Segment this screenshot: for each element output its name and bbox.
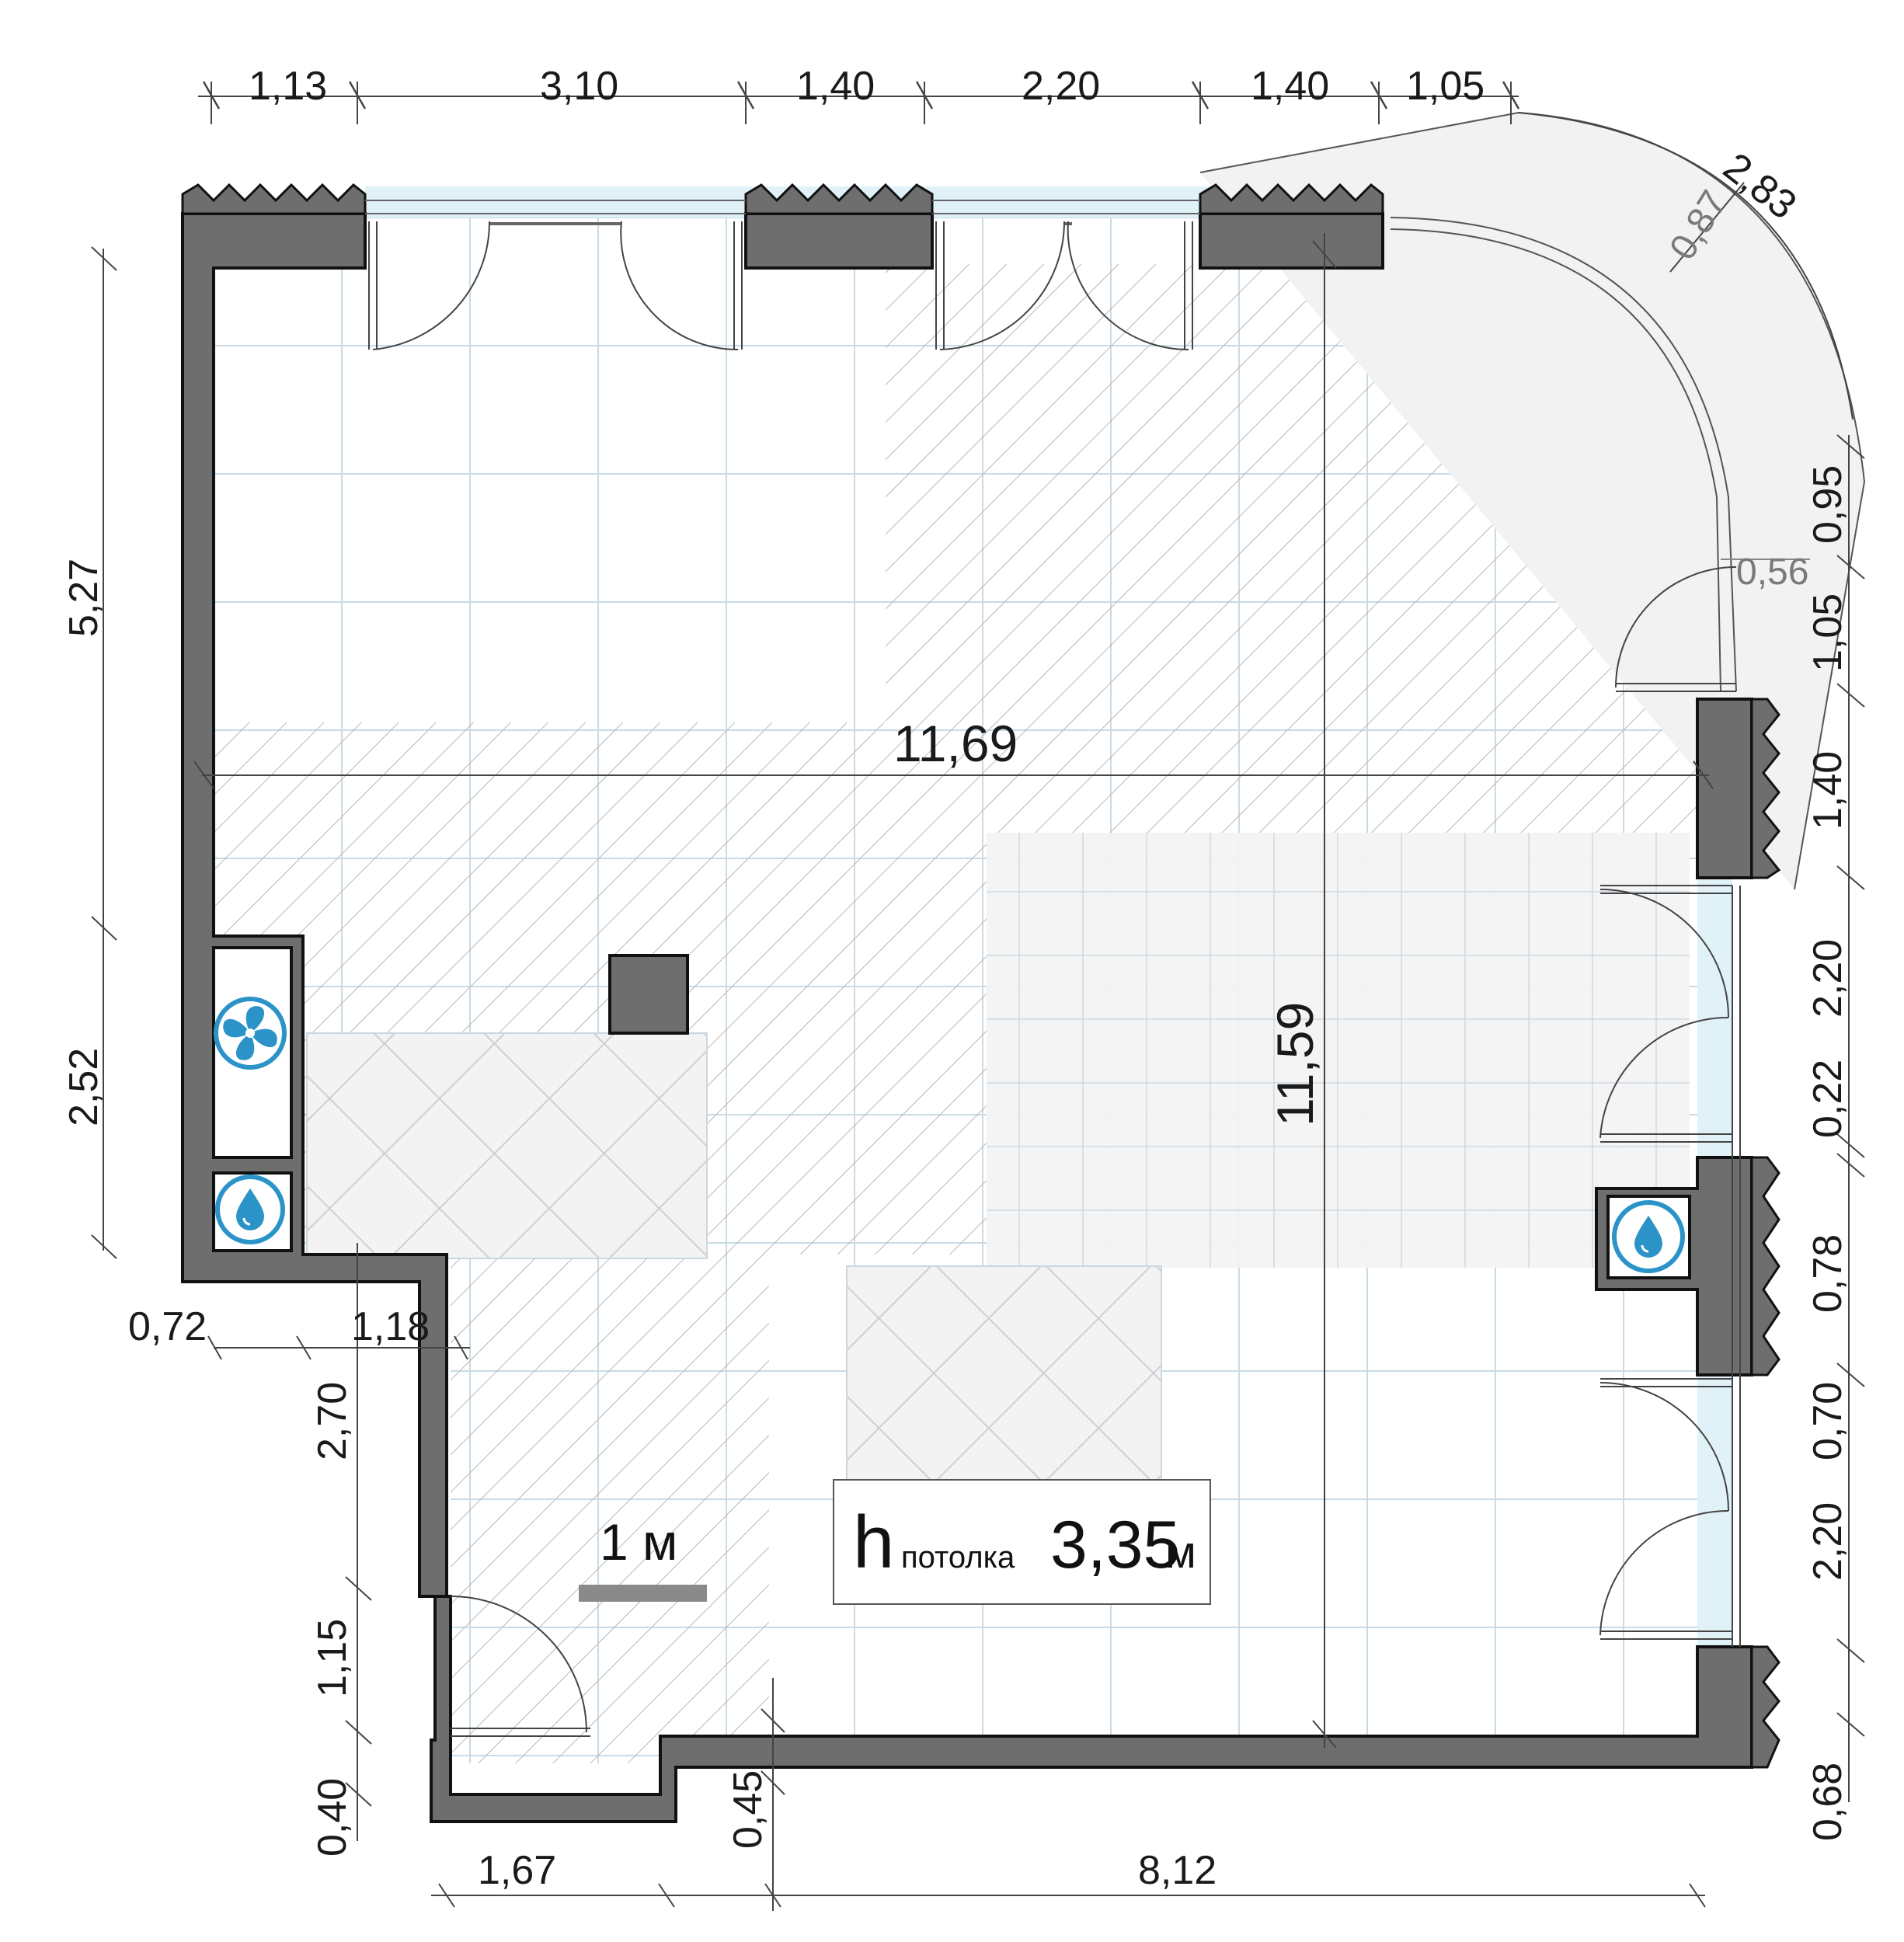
- hatch-zone-upper: [214, 264, 1701, 1763]
- water-drop-icon: [1612, 1200, 1685, 1273]
- dim-right-3: 1,05: [1805, 593, 1850, 672]
- floor-area: [214, 186, 1732, 1763]
- left-dimension-chain: [91, 246, 470, 1841]
- doors: [368, 221, 1741, 1737]
- dim-right-6: 0,22: [1805, 1060, 1850, 1138]
- dim-left-2: 2,52: [61, 1048, 106, 1126]
- dim-right-1: 0,95: [1805, 465, 1850, 544]
- water-drop-icon: [215, 1175, 285, 1244]
- dim-bottom-2: 8,12: [1138, 1848, 1217, 1893]
- dim-left-1: 5,27: [61, 559, 106, 637]
- dim-inner-v-2: 1,15: [310, 1619, 355, 1697]
- scale-bar: 1 м: [579, 1513, 707, 1602]
- dim-top-6: 1,05: [1406, 64, 1485, 109]
- dim-overall-width: 11,69: [893, 715, 1018, 772]
- dim-right-5: 2,20: [1805, 939, 1850, 1018]
- dim-top-1: 1,13: [249, 64, 327, 109]
- windows-top: [365, 200, 1200, 225]
- dim-right-4: 1,40: [1805, 751, 1850, 830]
- top-dimension-chain: [198, 81, 1520, 124]
- dim-right-8: 0,70: [1805, 1382, 1850, 1460]
- overall-dimension-lines: [193, 233, 1714, 1749]
- wall-left: [181, 212, 1753, 1823]
- dim-overall-height: 11,59: [1266, 1002, 1324, 1126]
- ceiling-symbol: h: [853, 1501, 894, 1584]
- ceiling-unit: м: [1165, 1527, 1196, 1578]
- wall-zigzags: [181, 183, 1781, 1769]
- dim-top-2: 3,10: [540, 64, 618, 109]
- wall-right-pier-1: [1696, 698, 1753, 879]
- wall-top-pier-2: [1199, 212, 1384, 270]
- dim-top-3: 1,40: [796, 64, 875, 109]
- wall-top-pier-1: [744, 212, 934, 270]
- dim-top-4: 2,20: [1022, 64, 1100, 109]
- scale-bar-label: 1 м: [600, 1513, 677, 1571]
- diamond-zone-center: [846, 1265, 1162, 1492]
- dim-inner-v-3: 0,40: [310, 1778, 355, 1857]
- bottom-dimension-chain: [431, 1678, 1706, 1911]
- ceiling-height-box: h потолка 3,35 м: [833, 1479, 1211, 1605]
- walls: [181, 212, 1753, 1823]
- dim-left-lower-2: 1,18: [351, 1304, 430, 1349]
- right-dimension-chain: [1836, 434, 1865, 1802]
- fan-icon: [214, 997, 287, 1070]
- column: [608, 954, 689, 1035]
- tile-zone-right: [987, 833, 1690, 1268]
- dim-inner-v-4: 0,45: [726, 1770, 771, 1849]
- arc-dimension: [1518, 112, 1854, 560]
- dim-left-lower-1: 0,72: [128, 1304, 207, 1349]
- dim-top-5: 1,40: [1251, 64, 1329, 109]
- dim-right-10: 0,68: [1805, 1763, 1850, 1841]
- dim-right-7: 0,78: [1805, 1234, 1850, 1313]
- dim-right-9: 2,20: [1805, 1502, 1850, 1581]
- dim-right-2: 0,56: [1736, 552, 1808, 593]
- ceiling-value: 3,35: [1050, 1508, 1180, 1582]
- dim-bottom-1: 1,67: [478, 1848, 556, 1893]
- ceiling-label: потолка: [901, 1540, 1015, 1575]
- diamond-zone-left: [306, 1032, 708, 1259]
- dim-inner-v-1: 2,70: [310, 1382, 355, 1460]
